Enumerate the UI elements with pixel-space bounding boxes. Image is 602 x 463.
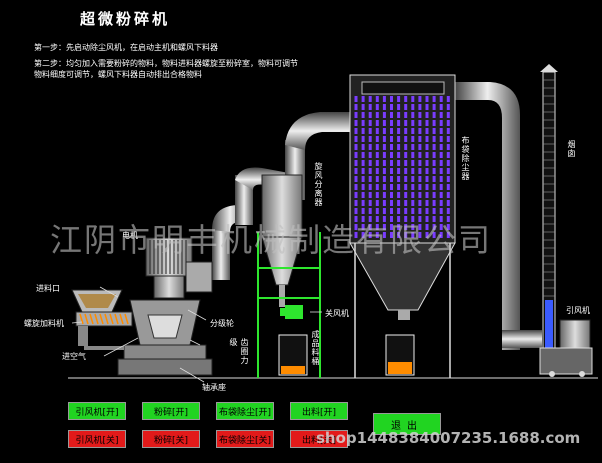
dust-bin: [385, 334, 415, 376]
bag-filter-off-button[interactable]: 布袋除尘[关]: [216, 430, 274, 448]
label-feed-inlet: 进料口: [36, 284, 60, 293]
bag-filter-legs: [354, 243, 451, 378]
bag-filter-on-button[interactable]: 布袋除尘[开]: [216, 402, 274, 420]
label-grading-wheel: 分级轮: [210, 319, 234, 328]
crush-off-button[interactable]: 粉碎[关]: [142, 430, 200, 448]
screw-flight: [79, 313, 84, 325]
shop-url-watermark: shop1448384007235.1688.com: [316, 429, 581, 447]
screw-flight: [109, 313, 114, 325]
filter-bags: [354, 96, 450, 240]
label-bearing-seat: 轴承座: [202, 383, 226, 392]
label-air-inlet: 进空气: [62, 352, 86, 361]
label-chimney: 烟囱: [567, 140, 576, 158]
bag-filter-housing: [349, 74, 456, 244]
induced-fan-on-button[interactable]: 引风机[开]: [68, 402, 126, 420]
bag-filter-hopper: [349, 242, 456, 320]
step-two-instruction-line2: 物料细度可调节，螺风下料器自动排出合格物料: [34, 70, 202, 79]
label-crushing-force: 齿圈力级: [229, 338, 249, 365]
discharge-on-button[interactable]: 出料[开]: [290, 402, 348, 420]
screw-flight: [84, 313, 89, 325]
callout-lines: [71, 286, 322, 383]
label-cyclone-separator: 旋风分离器: [314, 162, 323, 207]
screw-flight: [94, 313, 99, 325]
screw-flight: [99, 313, 104, 325]
step-two-instruction-line1: 第二步：均匀加入需要粉碎的物料，物料进料器螺旋至粉碎室，物料可调节: [34, 59, 298, 68]
screw-flight: [124, 313, 129, 325]
company-watermark: 江阴市明丰机械制造有限公司: [50, 221, 493, 259]
exit-button[interactable]: 退出: [373, 413, 441, 435]
screw-feeder: [71, 289, 133, 350]
screw-flight: [89, 313, 94, 325]
screw-flight: [114, 313, 119, 325]
page-title: 超微粉碎机: [80, 10, 171, 28]
label-motor: 电机: [122, 231, 138, 240]
label-finished-bin: 成品料桶: [311, 330, 320, 366]
chimney: [540, 64, 558, 363]
screw-flight: [104, 313, 109, 325]
crush-on-button[interactable]: 粉碎[开]: [142, 402, 200, 420]
pulverizer-mill: [117, 237, 213, 376]
cyclone-support-frame: [257, 232, 321, 378]
label-screw-feeder: 螺旋加料机: [24, 319, 64, 328]
closing-fan-unit: [280, 305, 303, 319]
label-induced-fan: 引风机: [566, 306, 590, 315]
induced-fan-unit: [539, 319, 593, 377]
induced-fan-off-button[interactable]: 引风机[关]: [68, 430, 126, 448]
finished-product-bin: [278, 334, 308, 376]
screw-flight: [119, 313, 124, 325]
label-closing-fan: 关风机: [325, 309, 349, 318]
pipe-bag-filter-to-fan: [455, 82, 542, 350]
label-bag-filter: 布袋除尘器: [461, 136, 470, 181]
cyclone-separator: [261, 174, 303, 307]
step-one-instruction: 第一步：先启动除尘风机，在启动主机和螺风下料器: [34, 43, 218, 52]
pipe-mill-to-cyclone: [212, 167, 300, 280]
discharge-off-button[interactable]: 出料[关]: [290, 430, 348, 448]
